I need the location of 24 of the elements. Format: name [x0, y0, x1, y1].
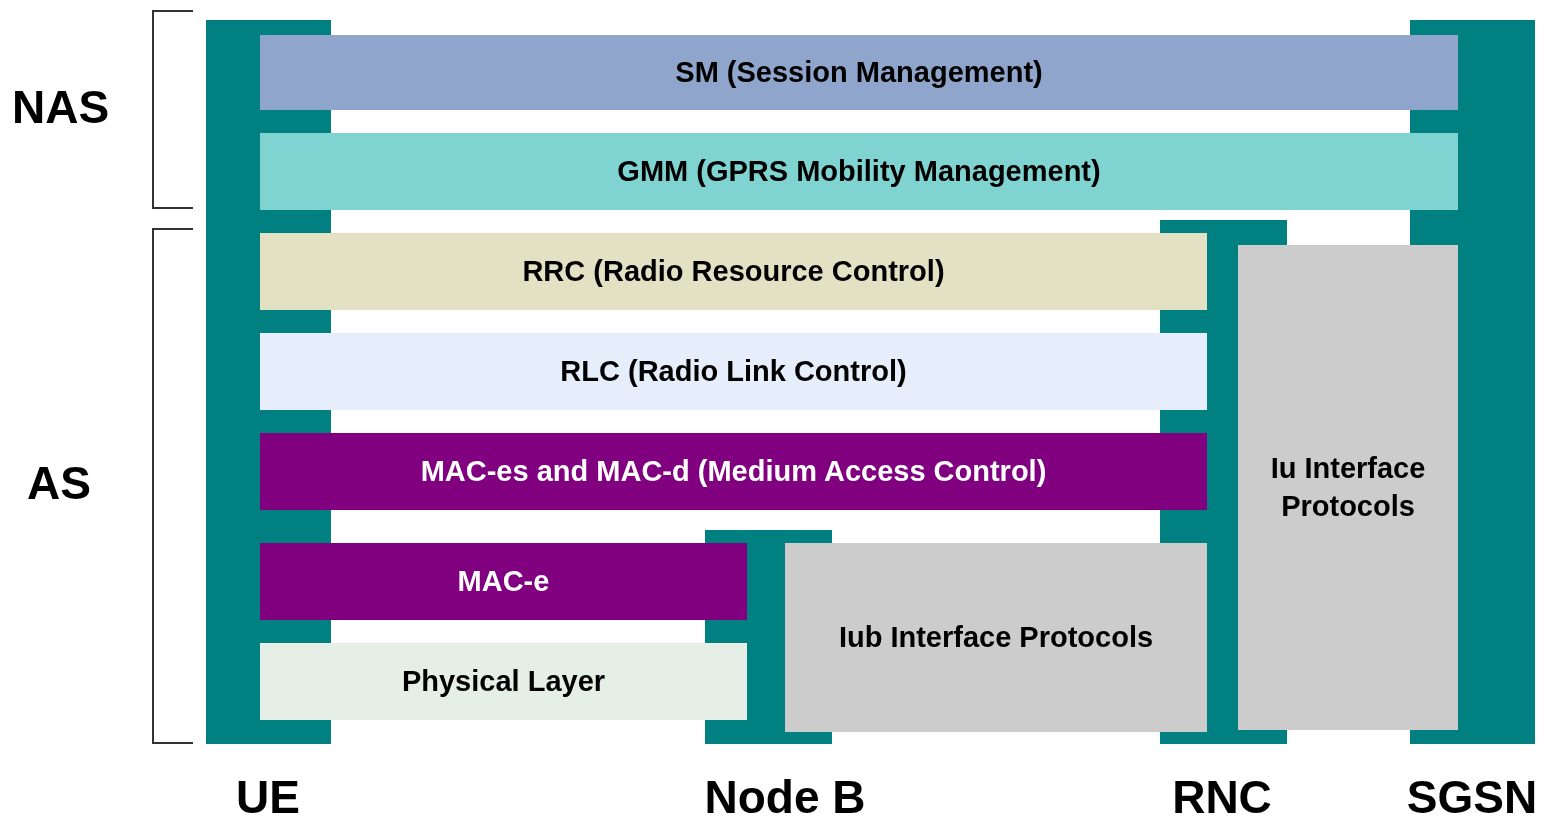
- protocol-layer-bar: [260, 433, 1207, 510]
- layer-label: MAC-e: [457, 563, 550, 599]
- protocol-layer-bar: [260, 35, 1458, 110]
- protocol-layer-bar: [260, 233, 1207, 310]
- entity-label: SGSN: [1406, 770, 1538, 817]
- entity-label: Node B: [704, 770, 866, 817]
- stratum-label: NAS: [12, 80, 110, 134]
- layer-label: Physical Layer: [401, 663, 606, 699]
- protocol-layer-bar: [260, 333, 1207, 410]
- protocol-layer-bar: [1238, 245, 1458, 730]
- layer-label: RRC (Radio Resource Control): [522, 253, 945, 289]
- layer-label: RLC (Radio Link Control): [560, 353, 907, 389]
- entity-label: UE: [236, 770, 300, 817]
- layer-label: MAC-es and MAC-d (Medium Access Control): [420, 453, 1047, 489]
- layer-label: Iub Interface Protocols: [838, 619, 1154, 655]
- layer-label: GMM (GPRS Mobility Management): [617, 153, 1101, 189]
- protocol-layer-bar: [785, 543, 1207, 732]
- layer-label: SM (Session Management): [675, 54, 1043, 90]
- protocol-layer-bar: [260, 133, 1458, 210]
- stratum-label: AS: [27, 456, 91, 510]
- entity-label: RNC: [1172, 770, 1272, 817]
- protocol-layer-bar: [260, 543, 747, 620]
- protocol-layer-bar: [260, 643, 747, 720]
- layer-label: Iu Interface Protocols: [1269, 450, 1427, 524]
